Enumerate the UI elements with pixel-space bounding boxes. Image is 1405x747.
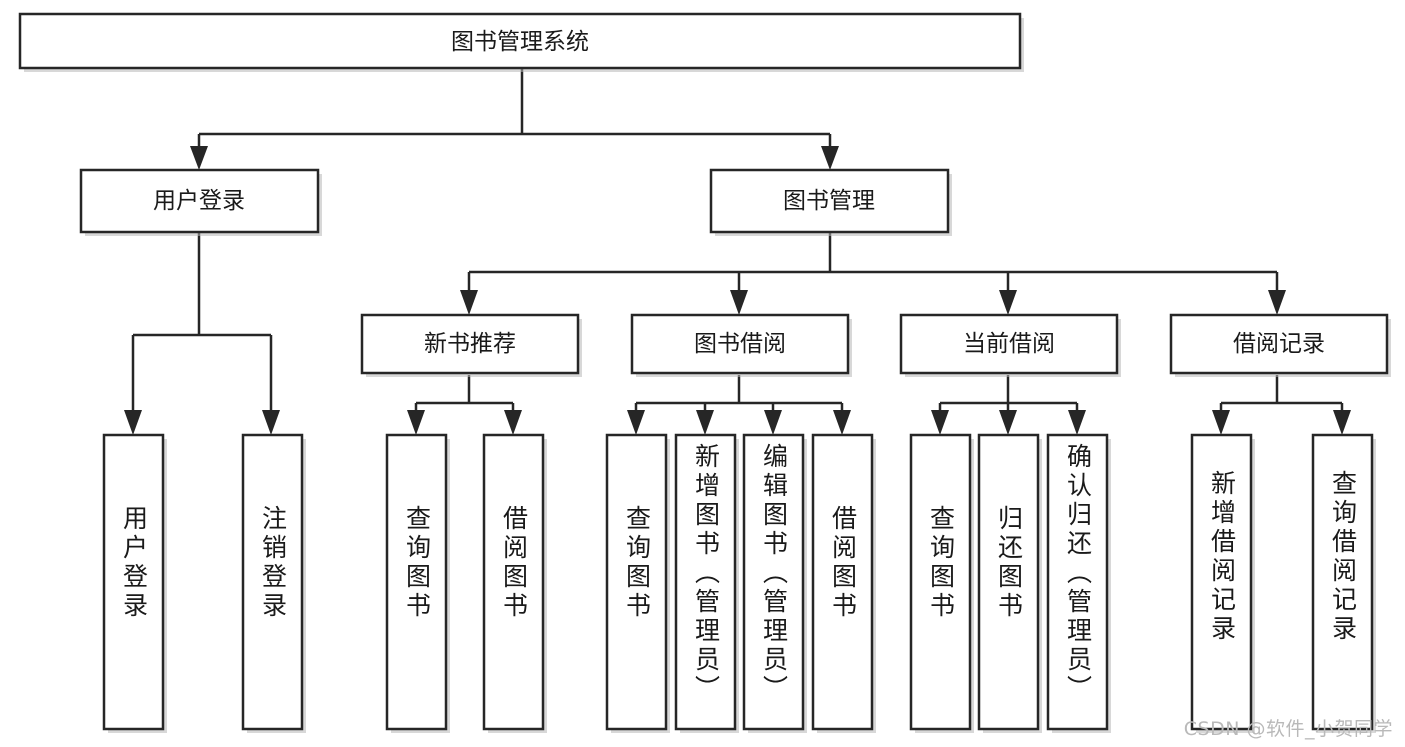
current-borrow-box: [899, 313, 1119, 375]
leaf-new-book-query[interactable]: [385, 433, 450, 733]
leaf-box: [605, 433, 668, 731]
book-borrow-label: 图书借阅: [694, 330, 786, 356]
arrow-head-book-borrow-leaf-2: [696, 410, 714, 435]
leaf-borrow-record-query[interactable]: [1311, 433, 1376, 733]
leaf-box: [482, 433, 545, 731]
leaf-box: [977, 433, 1040, 731]
root-label: 图书管理系统: [451, 28, 589, 54]
arrow-head-user-login-leaf-2: [262, 410, 280, 435]
node-user-login[interactable]: 用户登录: [79, 168, 322, 236]
leaf-box: [811, 433, 874, 731]
arrow-head-to-book-borrow: [730, 290, 748, 315]
leaf-new-book-borrow[interactable]: [482, 433, 547, 733]
book-management-box: [709, 168, 950, 234]
arrow-head-to-borrow-record: [1268, 290, 1286, 315]
arrow-head-to-user-login: [190, 146, 208, 170]
arrow-head-to-current-borrow: [999, 290, 1017, 315]
new-book-recommend-label: 新书推荐: [424, 330, 516, 356]
borrow-record-box: [1169, 313, 1389, 375]
leaf-box: [1311, 433, 1374, 731]
leaf-box: [241, 433, 304, 731]
leaf-user-login-logout[interactable]: [241, 433, 306, 733]
leaf-box: [385, 433, 448, 731]
node-borrow-record[interactable]: 借阅记录: [1169, 313, 1391, 377]
leaf-box: [909, 433, 972, 731]
book-borrow-box: [630, 313, 850, 375]
new-book-recommend-box: [360, 313, 580, 375]
arrow-head-book-borrow-leaf-1: [627, 410, 645, 435]
book-management-label: 图书管理: [783, 187, 875, 213]
arrow-head-current-borrow-leaf-3: [1068, 410, 1086, 435]
user-login-box: [79, 168, 320, 234]
connector-layer: [124, 68, 1351, 435]
arrow-head-user-login-leaf-1: [124, 410, 142, 435]
node-book-borrow[interactable]: 图书借阅: [630, 313, 852, 377]
arrow-head-current-borrow-leaf-1: [931, 410, 949, 435]
arrow-head-borrow-record-leaf-2: [1333, 410, 1351, 435]
leaf-book-borrow-edit[interactable]: [742, 433, 807, 733]
user-login-label: 用户登录: [153, 187, 245, 213]
leaf-user-login-login[interactable]: [102, 433, 167, 733]
arrow-head-to-book-manage: [821, 146, 839, 170]
leaf-box: [674, 433, 737, 731]
leaf-book-borrow-query[interactable]: [605, 433, 670, 733]
node-layer: 图书管理系统 用户登录 图书管理 新书推荐: [18, 12, 1391, 733]
current-borrow-label: 当前借阅: [963, 330, 1055, 356]
arrow-head-to-new-book-recommend: [460, 290, 478, 315]
leaf-current-borrow-query[interactable]: [909, 433, 974, 733]
arrow-head-new-book-leaf-2: [504, 410, 522, 435]
node-new-book-recommend[interactable]: 新书推荐: [360, 313, 582, 377]
borrow-record-label: 借阅记录: [1233, 330, 1325, 356]
node-book-management[interactable]: 图书管理: [709, 168, 952, 236]
arrow-head-book-borrow-leaf-3: [764, 410, 782, 435]
leaf-box: [1046, 433, 1109, 731]
arrow-head-book-borrow-leaf-4: [833, 410, 851, 435]
leaf-borrow-record-add[interactable]: [1190, 433, 1255, 733]
node-root-book-management-system[interactable]: 图书管理系统: [18, 12, 1024, 72]
arrow-head-borrow-record-leaf-1: [1212, 410, 1230, 435]
leaf-box: [102, 433, 165, 731]
leaf-box: [742, 433, 805, 731]
leaf-current-borrow-return[interactable]: [977, 433, 1042, 733]
leaf-box: [1190, 433, 1253, 731]
node-current-borrow[interactable]: 当前借阅: [899, 313, 1121, 377]
leaf-book-borrow-add[interactable]: [674, 433, 739, 733]
leaf-current-borrow-confirm-return[interactable]: [1046, 433, 1111, 733]
arrow-head-new-book-leaf-1: [407, 410, 425, 435]
arrow-head-current-borrow-leaf-2: [999, 410, 1017, 435]
root-box: [18, 12, 1022, 70]
leaf-book-borrow-borrow[interactable]: [811, 433, 876, 733]
